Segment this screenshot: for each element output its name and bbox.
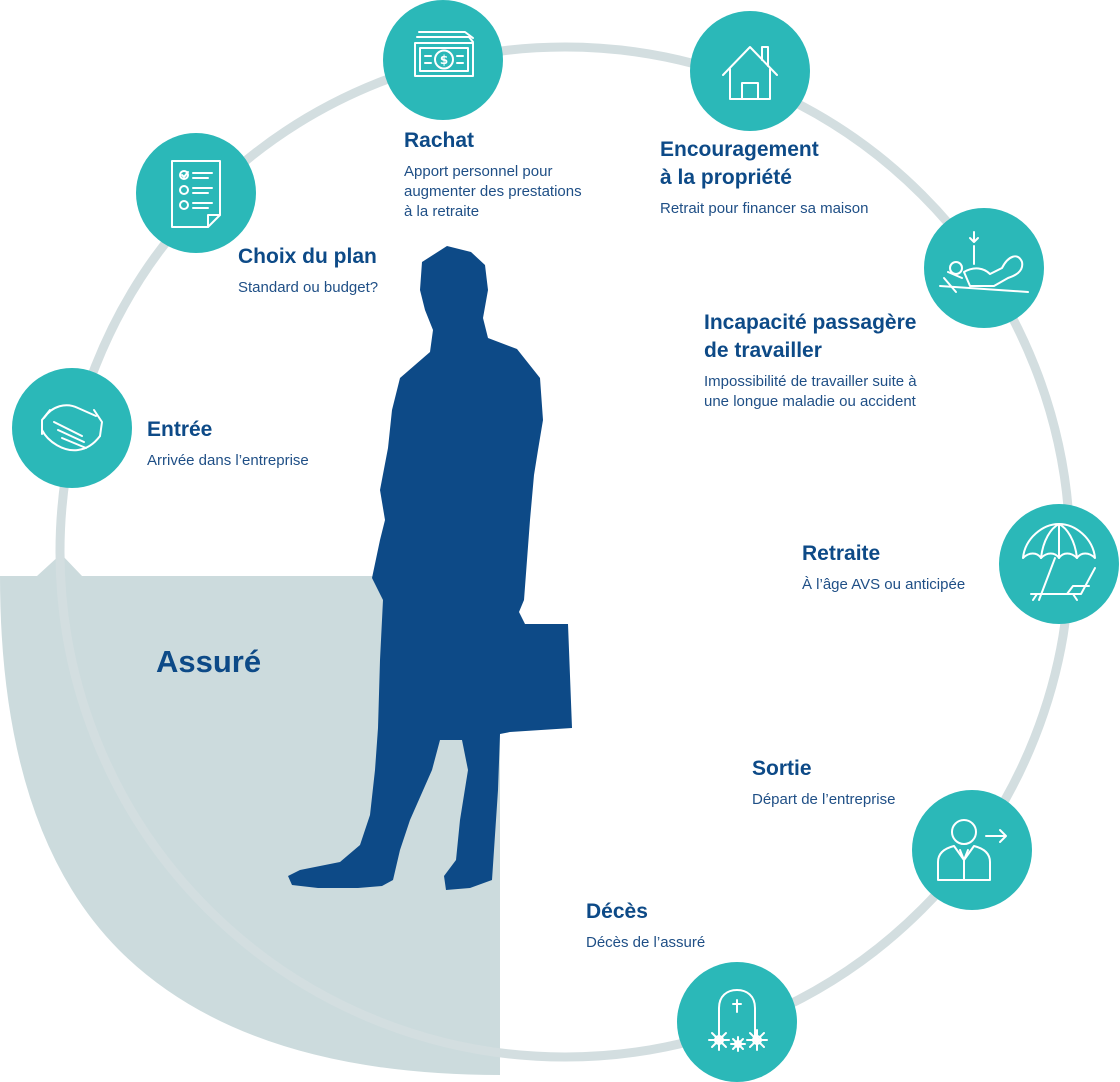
- svg-text:$: $: [440, 53, 448, 67]
- stage-description: Impossibilité de travailler suite à une …: [704, 373, 917, 410]
- stage-title: Choix du plan: [238, 245, 377, 268]
- stage-choix: Choix du plan Standard ou budget?: [238, 243, 378, 298]
- stage-title: Sortie: [752, 757, 812, 780]
- stage-description: Apport personnel pour augmenter des pres…: [404, 163, 582, 220]
- stage-propriete: Encouragement à la propriété Retrait pou…: [660, 136, 868, 219]
- banknotes-icon: $: [414, 31, 474, 77]
- stage-title: Retraite: [802, 542, 881, 565]
- stage-description: Arrivée dans l’entreprise: [147, 452, 309, 469]
- propriete-circle: [690, 11, 810, 131]
- person-exit-icon: [937, 819, 1007, 881]
- stage-sortie: Sortie Départ de l’entreprise: [752, 755, 895, 810]
- checklist-icon: [171, 160, 221, 228]
- stage-description: Départ de l’entreprise: [752, 791, 896, 808]
- stage-description: Retrait pour financer sa maison: [660, 200, 869, 217]
- retraite-circle: [999, 504, 1119, 624]
- house-icon: [722, 46, 778, 100]
- stage-rachat: Rachat Apport personnel pour augmenter d…: [404, 127, 582, 222]
- businessman-silhouette: [288, 246, 572, 890]
- rachat-circle: [383, 0, 503, 120]
- deces-circle: [677, 962, 797, 1082]
- entree-circle: [12, 368, 132, 488]
- stage-title: Entrée: [147, 418, 213, 441]
- incapacite-circle: [924, 208, 1044, 328]
- beach-umbrella-icon: [1022, 523, 1096, 601]
- stage-incapacite: Incapacité passagère de travailler Impos…: [704, 309, 917, 412]
- insured-quadrant: [0, 554, 500, 1075]
- injured-person-icon: [939, 231, 1029, 293]
- stage-entree: Entrée Arrivée dans l’entreprise: [147, 416, 309, 471]
- stage-retraite: Retraite À l’âge AVS ou anticipée: [802, 540, 965, 595]
- stage-description: À l’âge AVS ou anticipée: [802, 576, 966, 593]
- gravestone-icon: [708, 989, 768, 1052]
- stage-deces: Décès Décès de l’assuré: [586, 898, 705, 953]
- handshake-icon: [41, 404, 103, 452]
- stage-title: Incapacité passagère de travailler: [704, 311, 917, 362]
- stage-description: Décès de l’assuré: [586, 934, 706, 951]
- stage-title: Encouragement à la propriété: [660, 138, 819, 189]
- stage-title: Rachat: [404, 129, 475, 152]
- stage-title: Décès: [586, 900, 648, 923]
- insured-label: Assuré: [156, 644, 262, 679]
- stage-description: Standard ou budget?: [238, 279, 379, 296]
